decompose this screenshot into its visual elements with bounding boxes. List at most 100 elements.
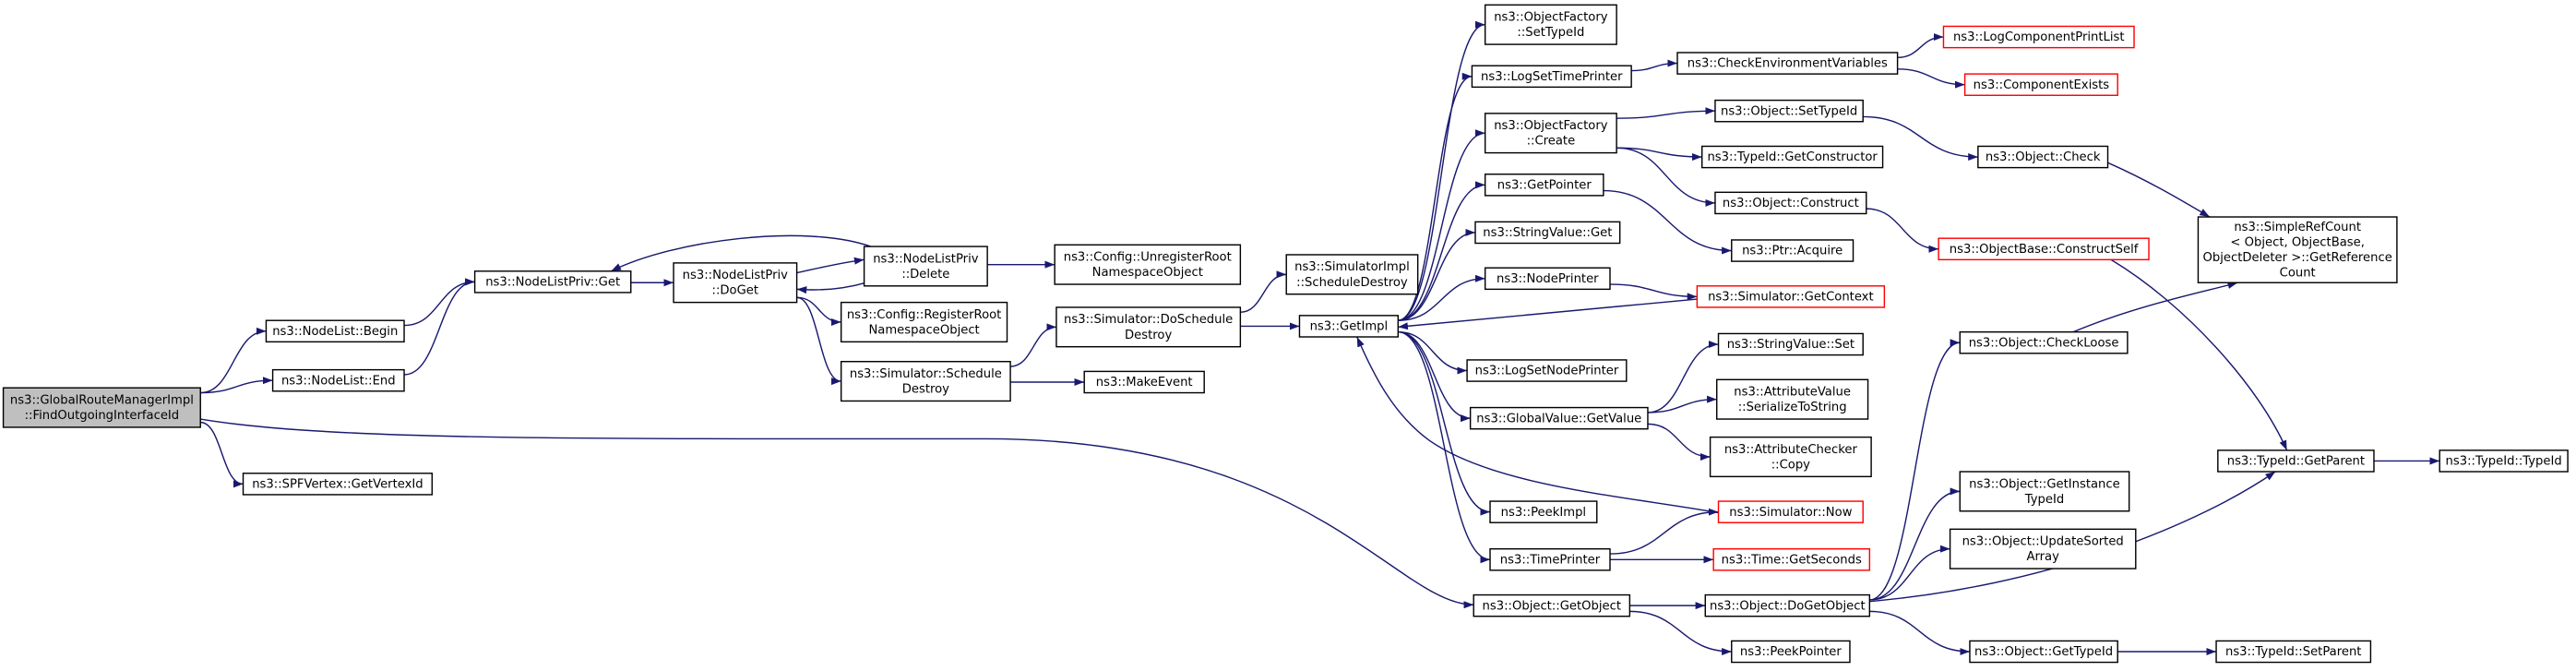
node-box[interactable] [1083, 370, 1205, 394]
node-ns3-objectfactory-create[interactable]: ns3::ObjectFactory::Create [1484, 113, 1617, 154]
node-box[interactable] [1285, 254, 1419, 295]
node-ns3-typeid-getparent[interactable]: ns3::TypeId::GetParent [2217, 449, 2375, 473]
node-box[interactable] [840, 301, 1008, 343]
node-box[interactable] [1704, 593, 1871, 617]
node-box[interactable] [1716, 378, 1869, 420]
node-box[interactable] [1977, 145, 2109, 169]
node-ns3-nodelist-begin[interactable]: ns3::NodeList::Begin [265, 319, 405, 343]
node-box[interactable] [1731, 640, 1851, 664]
node-ns3-getimpl[interactable]: ns3::GetImpl [1298, 315, 1400, 338]
node-ns3-componentexists[interactable]: ns3::ComponentExists [1963, 73, 2118, 96]
node-box[interactable] [2197, 216, 2398, 283]
node-ns3-attributevalue-serializetostring[interactable]: ns3::AttributeValue::SerializeToString [1716, 378, 1869, 420]
node-box[interactable] [1714, 99, 1864, 123]
node-box[interactable] [1938, 237, 2150, 261]
node-ns3-nodelistpriv-get[interactable]: ns3::NodeListPriv::Get [473, 270, 632, 294]
node-ns3-object-gettypeid[interactable]: ns3::Object::GetTypeId [1969, 640, 2118, 664]
node-box[interactable] [2217, 449, 2375, 473]
node-ns3-object-checkloose[interactable]: ns3::Object::CheckLoose [1959, 330, 2129, 354]
node-ns3-simulator-getcontext[interactable]: ns3::Simulator::GetContext [1696, 285, 1886, 308]
node-box[interactable] [1489, 500, 1598, 523]
node-box[interactable] [1709, 436, 1872, 478]
node-box[interactable] [1484, 113, 1617, 154]
node-ns3-logsettimeprinter[interactable]: ns3::LogSetTimePrinter [1471, 65, 1632, 89]
node-ns3-peekimpl[interactable]: ns3::PeekImpl [1489, 500, 1598, 523]
node-ns3-typeid-setparent[interactable]: ns3::TypeId::SetParent [2215, 640, 2372, 664]
node-box[interactable] [1942, 25, 2135, 49]
node-ns3-object-dogetobject[interactable]: ns3::Object::DoGetObject [1704, 593, 1871, 617]
node-ns3-stringvalue-get[interactable]: ns3::StringValue::Get [1474, 221, 1621, 245]
node-ns3-logsetnodeprinter[interactable]: ns3::LogSetNodePrinter [1466, 359, 1628, 382]
node-box[interactable] [1484, 267, 1611, 291]
node-ns3-nodelist-end[interactable]: ns3::NodeList::End [271, 368, 405, 392]
node-box[interactable] [840, 361, 1011, 402]
node-box[interactable] [1474, 221, 1621, 245]
node-ns3-simulatorimpl-scheduledestroy[interactable]: ns3::SimulatorImpl::ScheduleDestroy [1285, 254, 1419, 295]
node-box[interactable] [1959, 471, 2130, 512]
node-box[interactable] [1484, 4, 1617, 45]
node-box[interactable] [1714, 191, 1867, 215]
node-ns3-nodelistpriv-delete[interactable]: ns3::NodeListPriv::Delete [863, 246, 988, 287]
node-label: ns3::GlobalRouteManagerImpl [10, 393, 194, 407]
node-ns3-spfvertex-getvertexid[interactable]: ns3::SPFVertex::GetVertexId [242, 473, 434, 496]
node-ns3-attributechecker-copy[interactable]: ns3::AttributeChecker::Copy [1709, 436, 1872, 478]
node-ns3-nodeprinter[interactable]: ns3::NodePrinter [1484, 267, 1611, 291]
node-box[interactable] [1484, 174, 1604, 197]
node-box[interactable] [1471, 65, 1632, 89]
node-ns3-logcomponentprintlist[interactable]: ns3::LogComponentPrintList [1942, 25, 2135, 49]
node-box[interactable] [1949, 528, 2137, 569]
node-box[interactable] [1473, 593, 1631, 617]
node-ns3-stringvalue-set[interactable]: ns3::StringValue::Set [1717, 332, 1864, 356]
node-ns3-makeevent[interactable]: ns3::MakeEvent [1083, 370, 1205, 394]
node-ns3-time-getseconds[interactable]: ns3::Time::GetSeconds [1712, 547, 1871, 571]
node-box[interactable] [1676, 52, 1899, 75]
call-edge-ns3-getimpl-to-ns3-peekimpl [1398, 330, 1491, 516]
node-box[interactable] [1717, 332, 1864, 356]
node-box[interactable] [1731, 239, 1854, 262]
node-ns3-ptr-acquire[interactable]: ns3::Ptr::Acquire [1731, 239, 1854, 262]
node-box[interactable] [1963, 73, 2118, 96]
node-box[interactable] [1298, 315, 1400, 338]
node-box[interactable] [271, 368, 405, 392]
node-box[interactable] [1959, 330, 2129, 354]
node-ns3-simplerefcount-object-objectbase-objectdeleter-getreferencecount[interactable]: ns3::SimpleRefCount< Object, ObjectBase,… [2197, 216, 2398, 283]
node-ns3-object-settypeid[interactable]: ns3::Object::SetTypeId [1714, 99, 1864, 123]
node-box[interactable] [1969, 640, 2118, 664]
node-box[interactable] [863, 246, 988, 287]
node-ns3-object-construct[interactable]: ns3::Object::Construct [1714, 191, 1867, 215]
node-ns3-objectbase-constructself[interactable]: ns3::ObjectBase::ConstructSelf [1938, 237, 2150, 261]
node-box[interactable] [265, 319, 405, 343]
node-box[interactable] [2215, 640, 2372, 664]
node-ns3-peekpointer[interactable]: ns3::PeekPointer [1731, 640, 1851, 664]
node-box[interactable] [1489, 547, 1611, 571]
node-ns3-timeprinter[interactable]: ns3::TimePrinter [1489, 547, 1611, 571]
node-box[interactable] [2439, 449, 2569, 473]
node-box[interactable] [1055, 306, 1242, 348]
node-box[interactable] [473, 270, 632, 294]
node-ns3-typeid-typeid[interactable]: ns3::TypeId::TypeId [2439, 449, 2569, 473]
node-ns3-nodelistpriv-doget[interactable]: ns3::NodeListPriv::DoGet [673, 262, 798, 304]
node-ns3-getpointer[interactable]: ns3::GetPointer [1484, 174, 1604, 197]
node-box[interactable] [1054, 244, 1242, 285]
node-box[interactable] [1701, 145, 1884, 169]
node-ns3-simulator-scheduledestroy[interactable]: ns3::Simulator::ScheduleDestroy [840, 361, 1011, 402]
node-box[interactable] [1696, 285, 1886, 308]
node-box[interactable] [673, 262, 798, 304]
node-ns3-object-getobject[interactable]: ns3::Object::GetObject [1473, 593, 1631, 617]
node-ns3-object-check[interactable]: ns3::Object::Check [1977, 145, 2109, 169]
node-ns3-globalvalue-getvalue[interactable]: ns3::GlobalValue::GetValue [1469, 406, 1649, 430]
node-ns3-checkenvironmentvariables[interactable]: ns3::CheckEnvironmentVariables [1676, 52, 1899, 75]
node-ns3-simulator-now[interactable]: ns3::Simulator::Now [1717, 500, 1864, 523]
node-ns3-config-unregisterrootnamespaceobject[interactable]: ns3::Config::UnregisterRootNamespaceObje… [1054, 244, 1242, 285]
node-box[interactable] [1717, 500, 1864, 523]
node-box[interactable] [1469, 406, 1649, 430]
node-ns3-typeid-getconstructor[interactable]: ns3::TypeId::GetConstructor [1701, 145, 1884, 169]
node-box[interactable] [242, 473, 434, 496]
node-box[interactable] [1466, 359, 1628, 382]
node-box[interactable] [1712, 547, 1871, 571]
node-ns3-objectfactory-settypeid[interactable]: ns3::ObjectFactory::SetTypeId [1484, 4, 1617, 45]
